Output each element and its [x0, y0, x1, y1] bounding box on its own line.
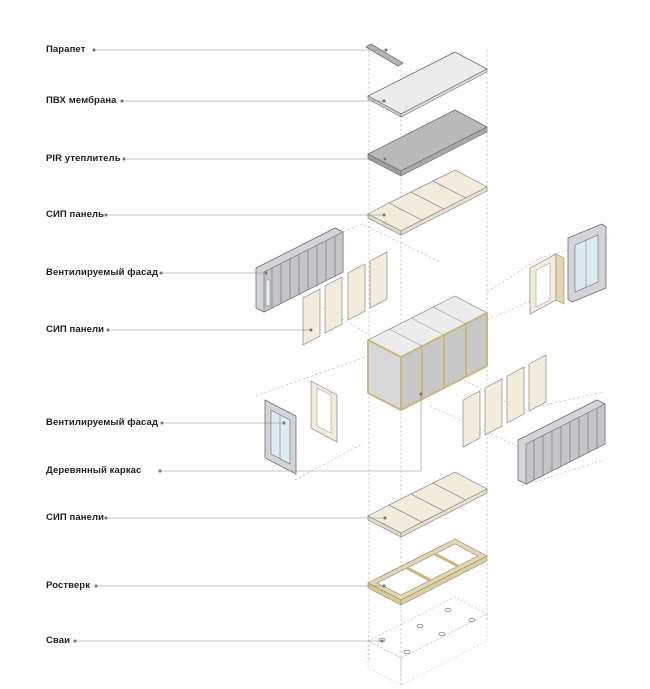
window-frame-right-upper [529, 253, 565, 315]
label-timber-frame: Деревянный каркас [46, 465, 142, 476]
label-sip-panels-walls: СИП панели [46, 324, 105, 335]
pvc-membrane-layer [367, 51, 488, 118]
timber-frame-box [367, 295, 488, 412]
piles-layout [367, 596, 488, 686]
ventilated-facade-left-lower [264, 399, 297, 475]
sip-roof-panels [367, 169, 488, 236]
ventilated-facade-right-lower [517, 399, 606, 485]
label-sip-panels-floor: СИП панели [46, 512, 105, 523]
label-ventilated-facade-top: Вентилируемый фасад [46, 267, 159, 278]
ventilated-facade-right-upper [567, 223, 607, 303]
label-parapet: Парапет [46, 44, 86, 55]
sip-floor-panels [367, 471, 488, 538]
label-grillage: Ростверк [46, 580, 91, 591]
label-piles: Сваи [46, 635, 71, 646]
leader-lines [73, 48, 423, 643]
grillage-frame [367, 538, 488, 606]
label-pir-insulation: PIR утеплитель [46, 153, 121, 164]
sip-wall-panels-left [302, 251, 388, 346]
ventilated-facade-left-upper [255, 227, 344, 313]
label-ventilated-facade-bottom: Вентилируемый фасад [46, 417, 159, 428]
window-frame-left-lower [310, 380, 338, 443]
pir-insulation-layer [367, 109, 488, 177]
label-sip-panel-roof: СИП панель [46, 209, 105, 220]
sip-wall-panels-right [462, 354, 547, 448]
parapet-element [365, 43, 404, 67]
label-pvc-membrane: ПВХ мембрана [46, 95, 117, 106]
